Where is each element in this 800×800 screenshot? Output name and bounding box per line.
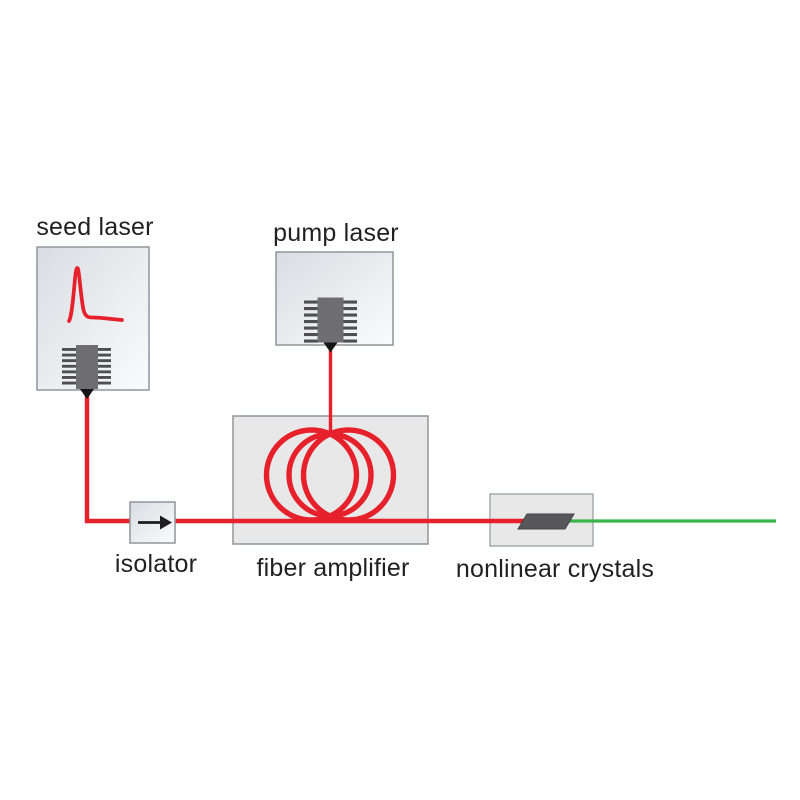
pump-laser-label: pump laser xyxy=(273,219,399,247)
nonlinear-crystals-label: nonlinear crystals xyxy=(455,555,655,583)
isolator-box xyxy=(129,501,176,544)
seed-to-crystal-beam xyxy=(84,394,545,524)
isolator-arrow-icon xyxy=(138,515,172,530)
fiber-amplifier-label: fiber amplifier xyxy=(256,554,410,582)
seed-laser-label: seed laser xyxy=(36,213,154,241)
pump-diode-chip-icon xyxy=(304,297,357,353)
isolator-label: isolator xyxy=(114,550,198,578)
pulse-spike-icon xyxy=(67,266,124,323)
nonlinear-crystal-icon xyxy=(517,513,575,530)
fiber-coil-icon xyxy=(263,427,397,523)
seed-diode-chip-icon xyxy=(62,345,111,399)
